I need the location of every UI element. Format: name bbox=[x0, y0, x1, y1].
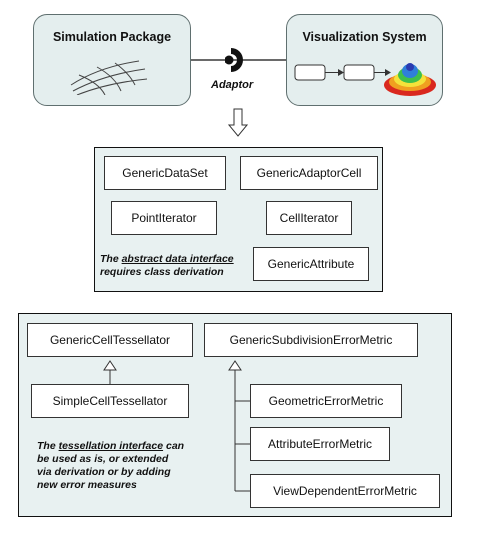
attribute-error-metric-class: AttributeErrorMetric bbox=[250, 427, 390, 461]
geometric-error-metric-class: GeometricErrorMetric bbox=[250, 384, 402, 418]
inheritance-triangle-icon bbox=[228, 360, 242, 371]
generic-subdivision-error-metric-class: GenericSubdivisionErrorMetric bbox=[204, 323, 418, 357]
visualization-system-panel: Visualization System bbox=[286, 14, 443, 106]
tessellation-note-emphasis: tessellation interface bbox=[58, 440, 164, 452]
tessellation-note: The tessellation interface can be used a… bbox=[37, 440, 217, 492]
cell-iterator-class: CellIterator bbox=[266, 201, 352, 235]
data-interface-note: The abstract data interface requires cla… bbox=[100, 253, 250, 279]
visualization-system-title: Visualization System bbox=[302, 30, 427, 44]
inheritance-triangle-icon bbox=[103, 360, 117, 371]
view-dependent-error-metric-class: ViewDependentErrorMetric bbox=[250, 474, 440, 508]
generic-cell-tessellator-class: GenericCellTessellator bbox=[27, 323, 193, 357]
rendered-surface-icon bbox=[384, 63, 436, 96]
down-arrow-icon bbox=[228, 108, 248, 137]
point-iterator-class: PointIterator bbox=[111, 201, 217, 235]
generic-dataset-class: GenericDataSet bbox=[104, 156, 226, 190]
tessellation-note-pre: The bbox=[37, 440, 59, 452]
simulation-package-title: Simulation Package bbox=[52, 30, 172, 44]
tessellation-note-post1: can bbox=[163, 440, 185, 452]
tessellation-note-line4: new error measures bbox=[37, 479, 137, 491]
generic-attribute-class: GenericAttribute bbox=[253, 247, 369, 281]
data-interface-note-pre: The bbox=[100, 253, 122, 265]
tessellation-note-line3: via derivation or by adding bbox=[37, 466, 171, 478]
simulation-package-panel: Simulation Package bbox=[33, 14, 191, 106]
pipeline-icon bbox=[294, 64, 391, 81]
adaptor-label: Adaptor bbox=[211, 79, 254, 91]
adaptor-icon bbox=[225, 48, 243, 72]
data-interface-note-post: requires class derivation bbox=[100, 266, 224, 278]
simple-cell-tessellator-class: SimpleCellTessellator bbox=[31, 384, 189, 418]
generic-adaptor-cell-class: GenericAdaptorCell bbox=[240, 156, 378, 190]
data-interface-note-emphasis: abstract data interface bbox=[121, 253, 234, 265]
mesh-grid-icon bbox=[70, 60, 148, 95]
tessellation-note-line2: be used as is, or extended bbox=[37, 453, 169, 465]
